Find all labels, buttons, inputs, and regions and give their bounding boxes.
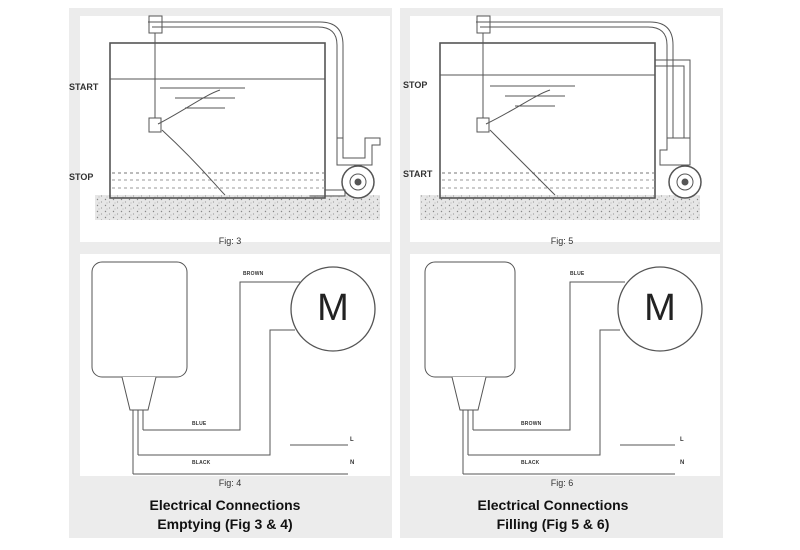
fig4-terminal-l: L <box>350 437 354 443</box>
left-caption-line1: Electrical Connections <box>149 497 301 513</box>
fig5-start-label: START <box>403 169 433 179</box>
fig6-label: Fig: 6 <box>550 478 574 488</box>
left-caption: Electrical Connections Emptying (Fig 3 &… <box>60 496 390 534</box>
fig4-terminal-n: N <box>350 460 355 466</box>
fig4-wire-blue-label: BLUE <box>192 421 207 427</box>
fig6-terminal-l: L <box>680 437 684 443</box>
fig6-terminal-n: N <box>680 460 685 466</box>
fig4-label: Fig: 4 <box>218 478 242 488</box>
fig6-motor-symbol: M <box>644 287 676 329</box>
fig4-wire-black-label: BLACK <box>192 460 211 466</box>
fig6-wire-black-label: BLACK <box>521 460 540 466</box>
fig3-start-label: START <box>69 82 99 92</box>
fig6-wiring <box>424 261 703 475</box>
fig5-label: Fig: 5 <box>550 236 574 246</box>
right-caption-line2: Filling (Fig 5 & 6) <box>496 516 610 532</box>
fig4-motor-symbol: M <box>317 287 349 329</box>
fig5-stop-label: STOP <box>403 80 428 90</box>
fig5-tank <box>420 15 702 220</box>
fig3-label: Fig: 3 <box>218 236 242 246</box>
fig3-stop-label: STOP <box>69 172 94 182</box>
fig3-tank <box>95 15 381 220</box>
fig6-wire-brown-label: BROWN <box>521 421 542 427</box>
left-caption-line2: Emptying (Fig 3 & 4) <box>157 516 293 532</box>
right-caption-line1: Electrical Connections <box>477 497 629 513</box>
fig4-wiring <box>91 261 376 475</box>
fig4-wire-brown-label: BROWN <box>243 271 264 277</box>
fig6-wire-blue-label: BLUE <box>570 271 585 277</box>
right-caption: Electrical Connections Filling (Fig 5 & … <box>388 496 718 534</box>
